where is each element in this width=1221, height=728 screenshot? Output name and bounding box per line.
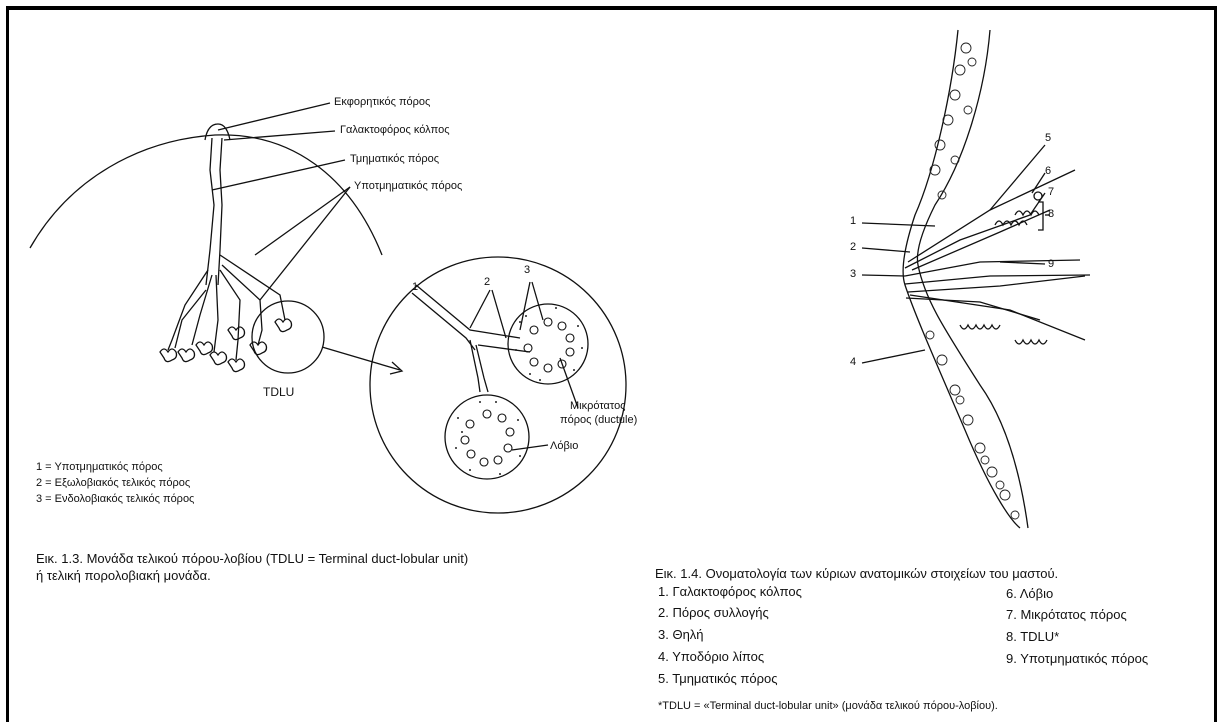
- nipple: [205, 124, 230, 140]
- breast-profile-inner: [917, 30, 1028, 528]
- callout-7: 7: [1048, 186, 1054, 198]
- fig14-caption: Εικ. 1.4. Ονοματολογία των κύριων ανατομ…: [655, 566, 1058, 581]
- breast-outline: [30, 135, 382, 255]
- legend-item: 7. Μικρότατος πόρος: [1006, 607, 1127, 622]
- callout-3: 3: [850, 268, 856, 280]
- label-mikrotatos-line2: πόρος (ductule): [560, 414, 637, 426]
- tdlu-circle-small: [252, 301, 324, 373]
- callout-1: 1: [412, 281, 418, 293]
- label-tdlu: TDLU: [263, 385, 294, 399]
- callout-8: 8: [1048, 208, 1054, 220]
- legend-item: 4. Υποδόριο λίπος: [658, 649, 764, 664]
- zoom-arrow: [322, 347, 400, 370]
- label-galaktoforos-kolpos: Γαλακτοφόρος κόλπος: [340, 124, 450, 136]
- legend-item: 1. Γαλακτοφόρος κόλπος: [658, 584, 802, 599]
- label-mikrotatos-line1: Μικρότατος: [570, 400, 625, 412]
- key-item: 2 = Εξωλοβιακός τελικός πόρος: [36, 477, 190, 489]
- callout-6: 6: [1045, 165, 1051, 177]
- label-tmimatikos-poros: Τμηματικός πόρος: [350, 153, 439, 165]
- label-ekforitikos-poros: Εκφορητικός πόρος: [334, 96, 430, 108]
- callout-5: 5: [1045, 132, 1051, 144]
- fig14-footnote: *TDLU = «Terminal duct-lobular unit» (μο…: [658, 700, 998, 712]
- legend-item: 9. Υποτμηματικός πόρος: [1006, 651, 1148, 666]
- legend-item: 6. Λόβιο: [1006, 586, 1053, 601]
- callout-3: 3: [524, 264, 530, 276]
- legend-item: 2. Πόρος συλλογής: [658, 605, 769, 620]
- fig13-caption-line2: ή τελική πορολοβιακή μονάδα.: [36, 568, 211, 583]
- fig13-caption-line1: Εικ. 1.3. Μονάδα τελικού πόρου-λοβίου (T…: [36, 551, 468, 566]
- callout-2: 2: [850, 241, 856, 253]
- callout-2: 2: [484, 276, 490, 288]
- callout-4: 4: [850, 356, 856, 368]
- legend-item: 8. TDLU*: [1006, 629, 1059, 644]
- label-lovio: Λόβιο: [550, 440, 578, 452]
- legend-item: 3. Θηλή: [658, 627, 704, 642]
- callout-9: 9: [1048, 258, 1054, 270]
- lobule-lower: [445, 395, 529, 479]
- label-ypotmimatikos-poros: Υποτμηματικός πόρος: [354, 180, 462, 192]
- tdlu-circle-large: [370, 257, 626, 513]
- key-item: 3 = Ενδολοβιακός τελικός πόρος: [36, 493, 194, 505]
- key-item: 1 = Υποτμηματικός πόρος: [36, 461, 163, 473]
- legend-item: 5. Τμηματικός πόρος: [658, 671, 778, 686]
- callout-1: 1: [850, 215, 856, 227]
